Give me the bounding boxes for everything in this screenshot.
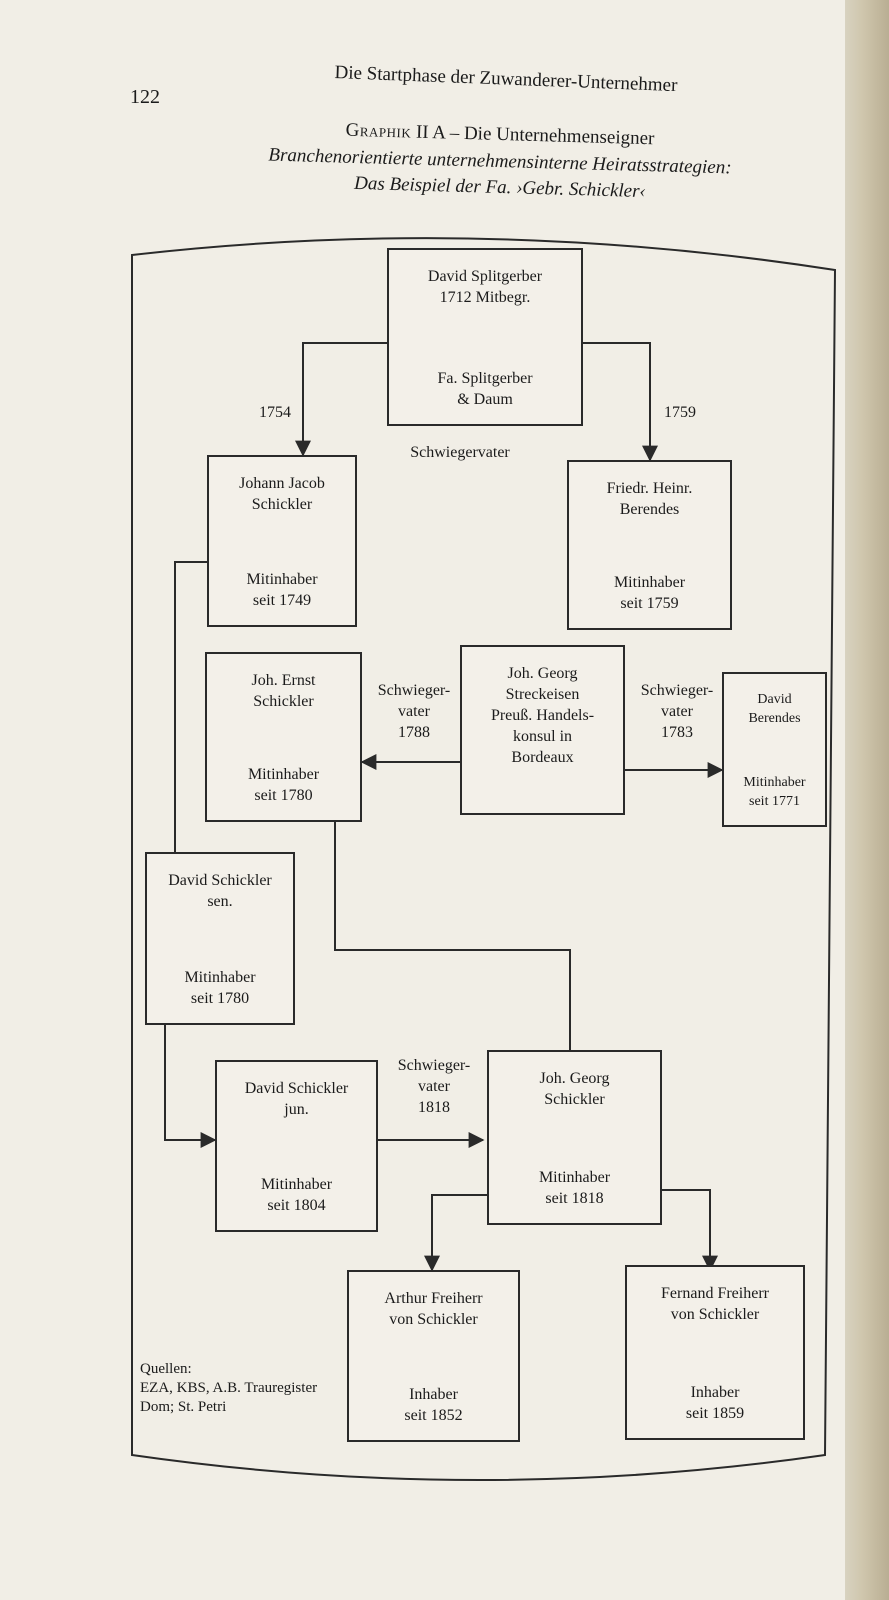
node-role-1: Mitinhaber [184,969,256,986]
node-role-2: konsul in [512,728,573,745]
node-role-2: seit 1859 [685,1405,745,1422]
node-name-1: Joh. Ernst [251,672,316,689]
node-role-1: Mitinhaber [260,1176,333,1193]
node-name-2: Streckeisen [505,686,580,703]
node-role-2: seit 1771 [749,794,800,809]
node-david-schickler-sen: David Schickler sen. Mitinhaber seit 178… [145,852,295,1025]
node-role-2: seit 1804 [267,1197,326,1214]
node-name-2: Berendes [748,711,801,726]
node-role: Mitinhaber seit 1749 [209,569,355,611]
node-role-2: seit 1818 [545,1190,604,1207]
sources-line-1: Quellen: [140,1361,192,1377]
node-name-2: von Schickler [389,1311,478,1328]
label-line-2: vater [418,1078,450,1095]
label-line-2: vater [398,703,430,720]
node-role-1: Preuß. Handels- [490,707,595,724]
node-role-1: Mitinhaber [613,574,686,591]
node-role-1: Inhaber [409,1386,458,1403]
node-name-2: jun. [284,1101,309,1118]
node-name-2: sen. [207,893,233,910]
diagram-frame [131,237,837,1481]
node-name-2: 1712 Mitbegr. [439,289,531,306]
node-role: Mitinhaber seit 1818 [489,1167,660,1209]
node-name-2: von Schickler [670,1306,760,1323]
edge-label-sv-1788: Schwieger- vater 1788 [370,680,458,743]
node-role: Fa. Splitgerber & Daum [389,368,581,410]
label-line-3: 1783 [661,724,693,741]
node-role-1: Mitinhaber [247,766,320,783]
node-name-1: Joh. Georg [507,665,578,682]
node-name-2: Schickler [544,1091,605,1108]
node-joh-georg-streckeisen: Joh. Georg Streckeisen Preuß. Handels- k… [460,645,625,815]
node-name-1: David Splitgerber [427,268,543,285]
edge-label-sv-1818: Schwieger- vater 1818 [388,1055,480,1118]
node-role-1: Inhaber [690,1384,740,1401]
label-line-3: 1788 [398,724,430,741]
node-role-1: Mitinhaber [246,571,318,588]
page-number: 122 [130,86,160,108]
edge-label-sv-1783: Schwieger- vater 1783 [632,680,722,743]
node-name-1: David Schickler [244,1080,349,1097]
node-friedr-heinr-berendes: Friedr. Heinr. Berendes Mitinhaber seit … [567,460,732,630]
edge-splitgerber-berendes [583,342,658,462]
node-joh-ernst-schickler: Joh. Ernst Schickler Mitinhaber seit 178… [205,652,362,822]
node-david-berendes: David Berendes Mitinhaber seit 1771 [722,672,827,827]
node-name-2: Schickler [253,693,314,710]
node-name-1: Joh. Georg [539,1070,610,1087]
node-name-1: Johann Jacob [239,475,325,492]
node-name-2: Schickler [251,496,313,513]
sources-line-3: Dom; St. Petri [140,1399,227,1415]
edge-label-1759: 1759 [664,404,696,421]
node-role-1: Mitinhaber [538,1169,611,1186]
node-role-2: & Daum [457,391,513,408]
edge-dssen-dsjun [164,1025,217,1148]
node-role-2: seit 1749 [252,592,312,609]
node-name-1: Fernand Freiherr [661,1285,769,1302]
label-line-3: 1818 [418,1099,450,1116]
node-name-1: David Schickler [168,872,272,889]
page-edge [845,0,889,1600]
node-joh-georg-schickler: Joh. Georg Schickler Mitinhaber seit 181… [487,1050,662,1225]
edge-splitgerber-jj [295,342,387,457]
node-role-1: Fa. Splitgerber [437,370,533,387]
sources-note: Quellen: EZA, KBS, A.B. Trauregister Dom… [140,1360,317,1417]
edge-je-jg [334,822,578,1077]
node-name-2: Berendes [619,501,680,518]
node-role: Inhaber seit 1852 [349,1384,518,1426]
node-david-splitgerber: David Splitgerber 1712 Mitbegr. Fa. Spli… [387,248,583,426]
node-name-1: Friedr. Heinr. [606,480,693,497]
node-role-2: seit 1780 [254,787,313,804]
label-line-2: vater [661,703,693,720]
node-role-2: seit 1780 [190,990,250,1007]
node-role: Inhaber seit 1859 [627,1382,803,1424]
node-role-3: Bordeaux [511,749,574,766]
node-role: Mitinhaber seit 1804 [217,1174,376,1216]
node-role-2: seit 1852 [404,1407,463,1424]
edge-jg-fernand [662,1189,718,1272]
edge-label-1754: 1754 [259,404,291,421]
node-name-1: David [757,692,792,707]
edge-jj-dssen [174,561,209,873]
node-role: Mitinhaber seit 1780 [207,764,360,806]
edge-label-schwiegervater: Schwiegervater [410,444,510,461]
label-line-1: Schwieger- [640,682,714,699]
node-fernand-freiherr-von-schickler: Fernand Freiherr von Schickler Inhaber s… [625,1265,805,1440]
node-role-2: seit 1759 [620,595,679,612]
node-name-1: Arthur Freiherr [384,1290,483,1307]
label-line-1: Schwieger- [397,1057,471,1074]
node-johann-jacob-schickler: Johann Jacob Schickler Mitinhaber seit 1… [207,455,357,627]
node-role-1: Mitinhaber [743,775,806,790]
sources-line-2: EZA, KBS, A.B. Trauregister [140,1380,318,1396]
node-role: Mitinhaber seit 1759 [569,572,730,614]
label-line-1: Schwieger- [377,682,451,699]
node-role: Mitinhaber seit 1771 [724,773,825,811]
node-david-schickler-jun: David Schickler jun. Mitinhaber seit 180… [215,1060,378,1232]
edge-jg-arthur [424,1194,487,1272]
node-role: Mitinhaber seit 1780 [147,967,293,1009]
node-arthur-freiherr-von-schickler: Arthur Freiherr von Schickler Inhaber se… [347,1270,520,1442]
